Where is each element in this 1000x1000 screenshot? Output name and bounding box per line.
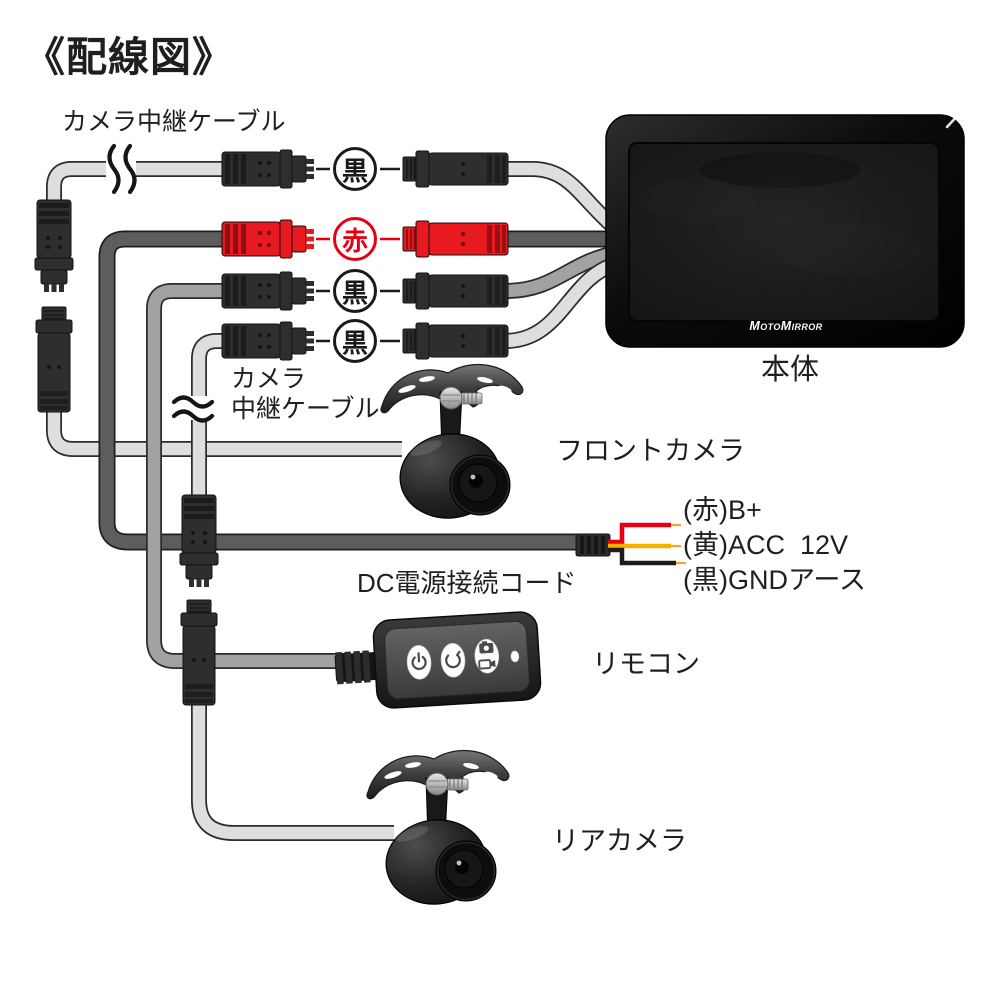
relay-cable-label-mid2: 中継ケーブル: [231, 395, 380, 423]
bezel-glint: [945, 110, 963, 129]
acc-wire-label: (黄)ACC 12V: [683, 530, 849, 560]
gnd-wire-label: (黒)GNDアース: [683, 565, 867, 595]
break-squiggle-vertical: [106, 143, 137, 195]
female-connector-vertical: [35, 306, 73, 413]
male-connector: [221, 271, 315, 311]
relay-cable-label-top: カメラ中継ケーブル: [62, 108, 286, 136]
front-camera-label: フロントカメラ: [556, 436, 745, 466]
gnd-wire: [608, 547, 676, 566]
male-connector-vertical: [34, 199, 74, 293]
connector-color-badge-red: 赤: [333, 217, 377, 261]
female-connector-vertical: [180, 599, 218, 706]
male-connector: [221, 321, 315, 361]
female-connector-red: [402, 220, 509, 258]
page-title: 《配線図》: [24, 34, 234, 80]
b-plus-wire-label: (赤)B+: [683, 495, 762, 525]
female-connector: [402, 272, 509, 310]
connector-rows: [221, 149, 509, 361]
connector-color-badge-black-3: 黒: [333, 319, 377, 363]
relay-cable-label-mid1: カメラ: [231, 365, 307, 393]
break-squiggle-horizontal: [171, 395, 215, 423]
female-connector: [402, 322, 509, 360]
screen: [628, 142, 940, 322]
connector-color-badge-black-2: 黒: [333, 269, 377, 313]
b-plus-wire: [608, 522, 671, 545]
rear-camera-label: リアカメラ: [552, 826, 687, 856]
camera-video-icon: [478, 641, 496, 670]
rear-camera-relay-cable: [191, 333, 394, 841]
main-unit-fan-cables: [504, 161, 622, 349]
dc-power-cable: [98, 230, 580, 551]
male-connector-red: [221, 219, 315, 259]
male-connector-vertical: [179, 494, 219, 588]
female-connector: [402, 150, 509, 188]
front-camera-illustration: [380, 363, 524, 525]
remote-cable: [146, 283, 348, 669]
remote-label: リモコン: [592, 649, 700, 679]
main-unit-label: 本体: [761, 354, 820, 386]
male-connector: [221, 149, 315, 189]
led-indicator: [510, 650, 520, 663]
connector-color-badge-black-1: 黒: [333, 147, 377, 191]
brand-logo: MotoMirror: [749, 319, 823, 333]
remote-illustration: [334, 611, 542, 709]
front-camera-relay-cable: [46, 161, 402, 457]
power-wire-split: [575, 522, 686, 566]
power-icon: [411, 652, 427, 671]
dc-cord-label: DC電源接続コード: [357, 568, 577, 598]
rotate-icon: [445, 650, 461, 669]
main-unit-device: [605, 110, 965, 348]
